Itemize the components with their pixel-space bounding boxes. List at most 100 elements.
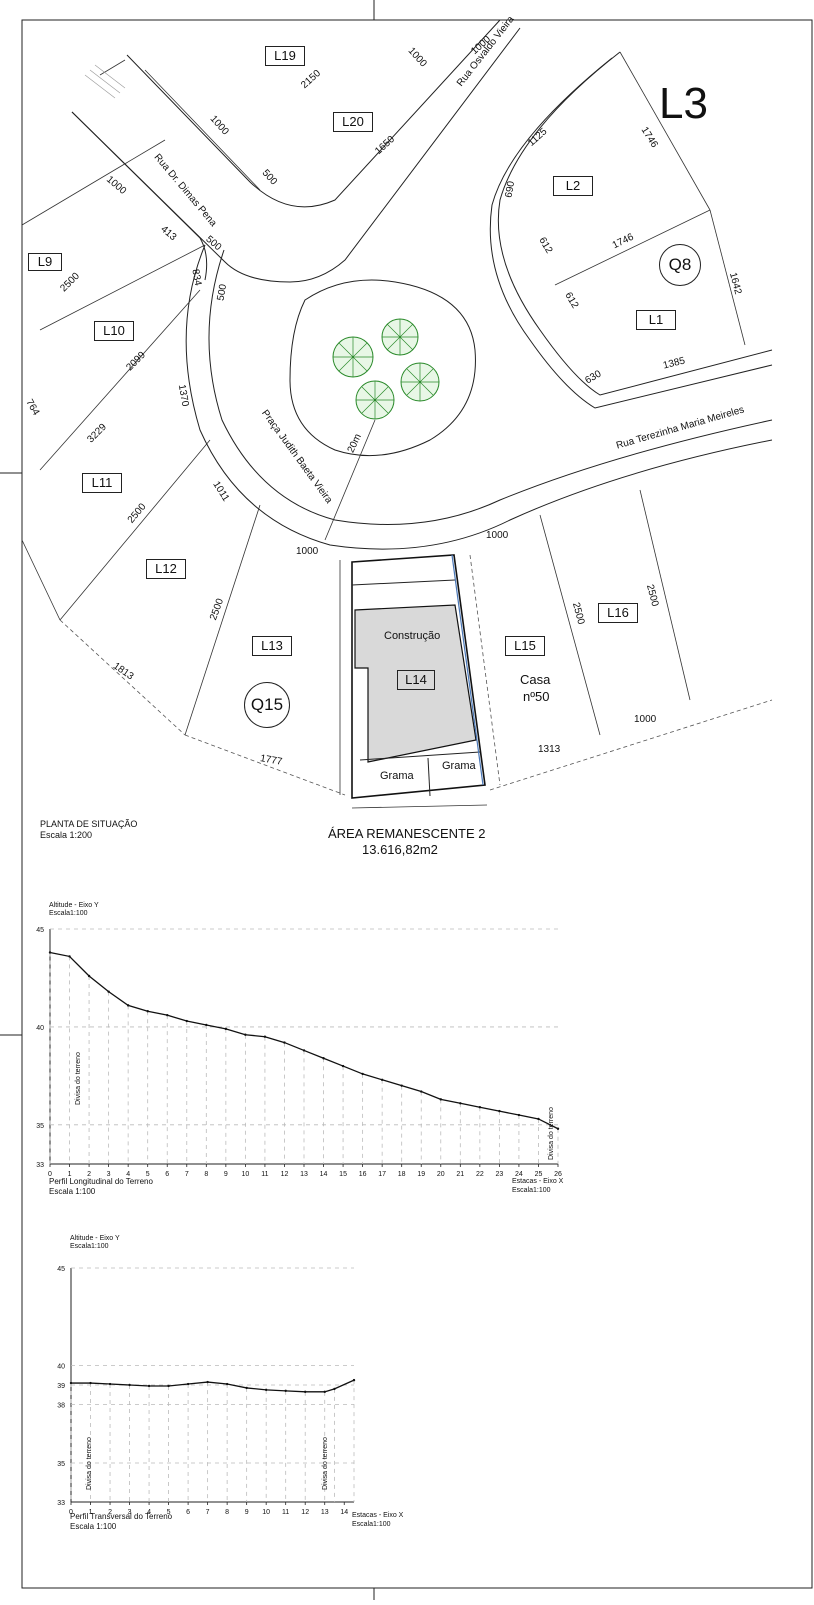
q8-street-curve xyxy=(489,57,773,409)
x-tick-label: 1 xyxy=(68,1171,72,1178)
trans-title: Perfil Transversal do Terreno xyxy=(70,1512,173,1521)
dim-label: 1313 xyxy=(538,744,561,755)
y-tick-label: 40 xyxy=(36,1025,44,1032)
remaining-area-title: ÁREA REMANESCENTE 2 xyxy=(328,826,486,841)
dim-label: 612 xyxy=(562,290,581,311)
dim-label: 1125 xyxy=(526,126,550,149)
street-name-osvaldo: Rua Osvaldo Vieira xyxy=(455,14,517,89)
y-tick-label: 38 xyxy=(57,1403,65,1410)
dim-label: 500 xyxy=(259,167,280,188)
x-tick-label: 18 xyxy=(398,1171,406,1178)
dim-label: 1000 xyxy=(296,546,319,557)
data-point xyxy=(478,1106,482,1109)
lot-label-l15: L15 xyxy=(505,636,545,656)
x-tick-label: 26 xyxy=(554,1171,562,1178)
block-label: L3 xyxy=(659,79,708,128)
lot-line-q8-top xyxy=(619,51,711,211)
radius-line xyxy=(324,419,376,541)
data-point xyxy=(126,1004,130,1007)
data-point xyxy=(166,1013,169,1017)
grass-divider xyxy=(359,751,481,761)
data-point xyxy=(167,1384,170,1388)
dim-label: 1000 xyxy=(405,45,429,70)
trans-x-axis-title: Estacas - Eixo X xyxy=(352,1512,404,1519)
dim-label: 630 xyxy=(583,368,604,387)
x-tick-label: 2 xyxy=(87,1171,91,1178)
dim-label: 1746 xyxy=(638,125,660,150)
x-tick-label: 6 xyxy=(165,1171,169,1178)
central-square xyxy=(289,279,476,457)
street-name-dimas: Rua Dr. Dimas Pena xyxy=(151,152,219,229)
terrain-line xyxy=(71,1379,355,1393)
lot-label-l12: L12 xyxy=(146,559,186,579)
trans-y-axis-scale: Escala1:100 xyxy=(70,1243,109,1250)
data-point xyxy=(205,1023,208,1027)
street-edge-a xyxy=(71,27,521,283)
dim-label: 1777 xyxy=(259,753,284,768)
x-tick-label: 16 xyxy=(359,1171,367,1178)
data-point xyxy=(263,1035,267,1038)
dim-label: 2500 xyxy=(208,597,227,622)
x-tick-label: 11 xyxy=(282,1509,289,1516)
lot-label-l2: L2 xyxy=(553,176,593,196)
lot-line-q8-right xyxy=(709,209,746,346)
y-tick-label: 33 xyxy=(57,1500,65,1507)
street-edge-b xyxy=(126,19,501,208)
data-point xyxy=(323,1390,326,1394)
house-number: nº50 xyxy=(523,689,550,704)
x-tick-label: 0 xyxy=(48,1171,52,1178)
y-tick-label: 35 xyxy=(57,1461,65,1468)
tree-details xyxy=(333,319,439,419)
data-point xyxy=(400,1084,403,1087)
dim-label: 1000 xyxy=(104,174,129,197)
dim-label: 1746 xyxy=(610,231,636,252)
construction-label: Construção xyxy=(384,630,441,642)
long-y-axis-title: Altitude - Eixo Y xyxy=(49,902,99,909)
dim-label: 500 xyxy=(215,283,230,302)
long-x-axis-scale: Escala1:100 xyxy=(512,1187,551,1194)
dimension-line-bottom xyxy=(351,804,488,809)
data-point xyxy=(322,1057,325,1060)
lot-line-l1-l2 xyxy=(554,209,711,286)
lot-line-back xyxy=(59,619,186,736)
x-tick-label: 4 xyxy=(126,1171,130,1178)
dim-label: 2150 xyxy=(299,67,324,92)
x-tick-label: 14 xyxy=(340,1509,348,1516)
street-inner-line xyxy=(144,69,261,191)
data-point xyxy=(87,974,91,978)
x-tick-label: 23 xyxy=(495,1171,503,1178)
data-point xyxy=(68,955,71,958)
data-point xyxy=(459,1102,462,1105)
lot-side-strip xyxy=(451,554,484,786)
data-point xyxy=(185,1019,188,1023)
data-point xyxy=(264,1388,268,1392)
dim-label: 1011 xyxy=(210,479,232,504)
x-tick-label: 12 xyxy=(281,1171,289,1178)
x-tick-label: 5 xyxy=(167,1509,171,1516)
data-point xyxy=(244,1033,247,1036)
lot-label-l13: L13 xyxy=(252,636,292,656)
dim-label: 1813 xyxy=(110,660,136,683)
x-tick-label: 14 xyxy=(320,1171,328,1178)
y-tick-label: 33 xyxy=(36,1162,44,1169)
dim-label: 500 xyxy=(203,233,224,254)
x-tick-label: 12 xyxy=(301,1509,309,1516)
dim-label: 612 xyxy=(536,235,555,256)
trans-scale: Escala 1:100 xyxy=(70,1522,117,1531)
lot-label-l20: L20 xyxy=(333,112,373,132)
dim-label: 1370 xyxy=(175,383,191,408)
street-hatch xyxy=(84,64,126,99)
x-tick-label: 21 xyxy=(456,1171,464,1178)
x-tick-label: 3 xyxy=(107,1171,111,1178)
site-plan-scale: Escala 1:200 xyxy=(40,830,93,840)
dim-label: 20m xyxy=(345,432,364,455)
plot-inner-line xyxy=(351,579,456,586)
x-tick-label: 24 xyxy=(515,1171,523,1178)
data-point xyxy=(380,1078,384,1081)
x-tick-label: 11 xyxy=(261,1171,268,1178)
data-point xyxy=(333,1387,336,1391)
x-tick-label: 10 xyxy=(241,1171,249,1178)
x-tick-label: 4 xyxy=(147,1509,151,1516)
data-point xyxy=(304,1390,307,1394)
